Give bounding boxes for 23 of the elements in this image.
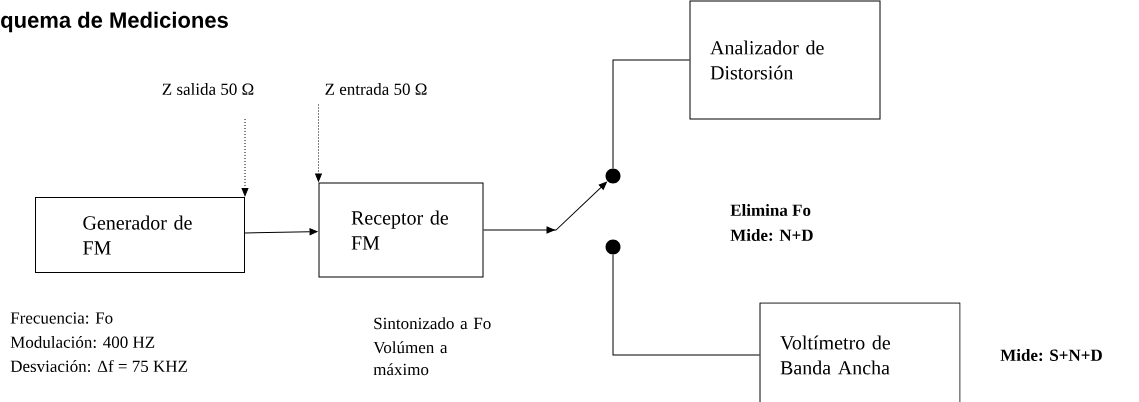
arrow bbox=[244, 228, 318, 236]
instrument-box: Analizador de Distorsión bbox=[689, 0, 881, 120]
instrument-box: Receptor de FM bbox=[318, 182, 484, 278]
title: quema de Mediciones bbox=[1, 11, 228, 33]
impedance-label: Z salida 50 Ω bbox=[162, 83, 254, 95]
note-text: Mide: N+D bbox=[730, 229, 813, 241]
note-text: Desviación: Δf = 75 KHZ bbox=[10, 359, 187, 373]
connector-line bbox=[612, 254, 760, 356]
dotted-arrow bbox=[315, 104, 322, 182]
dotted-arrow bbox=[241, 118, 249, 197]
note-text: Modulación: 400 HZ bbox=[10, 335, 155, 349]
instrument-box: Generador de FM bbox=[35, 197, 245, 273]
note-text: Sintonizado a Fo bbox=[374, 317, 491, 330]
note-text: Elimina Fo bbox=[730, 204, 811, 216]
impedance-label: Z entrada 50 Ω bbox=[325, 83, 427, 95]
note-text: Frecuencia: Fo bbox=[10, 312, 113, 324]
note-text: Volúmen a máximo bbox=[373, 341, 448, 376]
switch-contact bbox=[605, 239, 621, 255]
connector-line bbox=[612, 59, 690, 169]
instrument-box: Voltímetro de Banda Ancha bbox=[759, 302, 961, 402]
switch-contact bbox=[605, 168, 621, 184]
note-text: Mide: S+N+D bbox=[1000, 349, 1102, 361]
arrow bbox=[483, 181, 607, 234]
